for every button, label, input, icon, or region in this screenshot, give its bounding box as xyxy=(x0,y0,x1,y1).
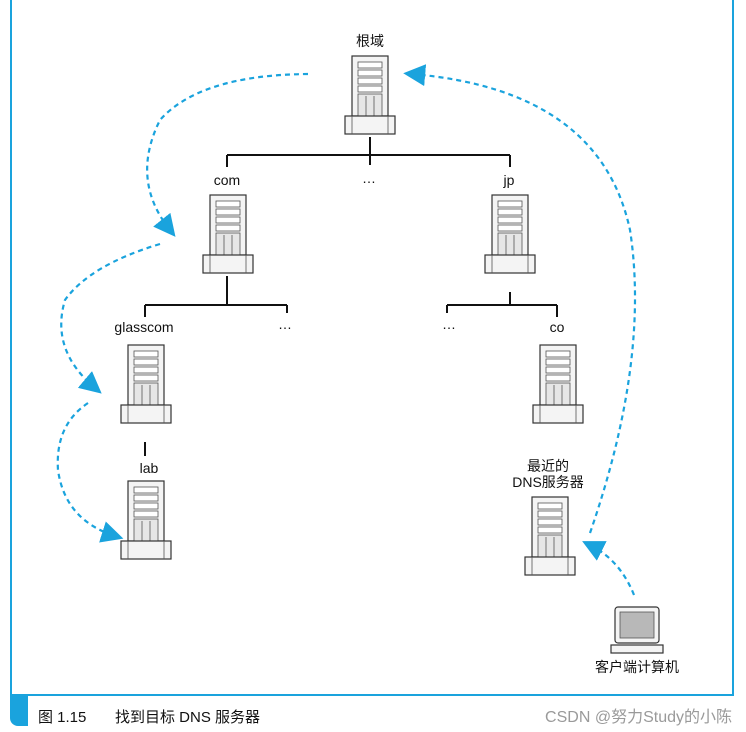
nearest-dns-server-icon xyxy=(524,496,576,576)
com-label: com xyxy=(213,172,241,188)
nearest-dns-label-line2: DNS服务器 xyxy=(512,474,584,490)
glasscom-label: glasscom xyxy=(114,319,174,335)
arrow-glasscom-to-lab xyxy=(56,402,124,543)
figure-number: 图 1.15 xyxy=(38,709,87,726)
co-label: co xyxy=(549,319,565,335)
glasscom-server-icon xyxy=(120,344,172,424)
ellipsis-jp: … xyxy=(442,316,456,332)
arrow-client-to-dns xyxy=(582,541,636,596)
dns-tree-diagram xyxy=(56,55,664,654)
lab-server-icon xyxy=(120,480,172,560)
jp-server-icon xyxy=(484,194,536,274)
com-server-icon xyxy=(202,194,254,274)
arrow-root-to-com xyxy=(146,72,309,237)
jp-label: jp xyxy=(503,172,515,188)
root-label: 根域 xyxy=(356,33,384,49)
figure-title: 找到目标 DNS 服务器 xyxy=(115,709,261,726)
root-server-icon xyxy=(344,55,396,135)
caption-accent-bar xyxy=(10,696,28,726)
ellipsis-com: … xyxy=(278,316,292,332)
arrow-com-to-glasscom xyxy=(60,242,161,394)
co-server-icon xyxy=(532,344,584,424)
lab-label: lab xyxy=(139,460,159,476)
watermark: CSDN @努力Study的小陈 xyxy=(545,709,732,726)
ellipsis-top: … xyxy=(362,170,376,186)
arrow-dns-to-root xyxy=(403,64,637,534)
nearest-dns-label-line1: 最近的 xyxy=(527,458,569,474)
client-computer-icon xyxy=(610,606,664,654)
figure-frame xyxy=(10,0,734,696)
query-arrows xyxy=(56,64,637,596)
client-label: 客户端计算机 xyxy=(595,659,679,675)
tree-connectors xyxy=(144,137,558,456)
